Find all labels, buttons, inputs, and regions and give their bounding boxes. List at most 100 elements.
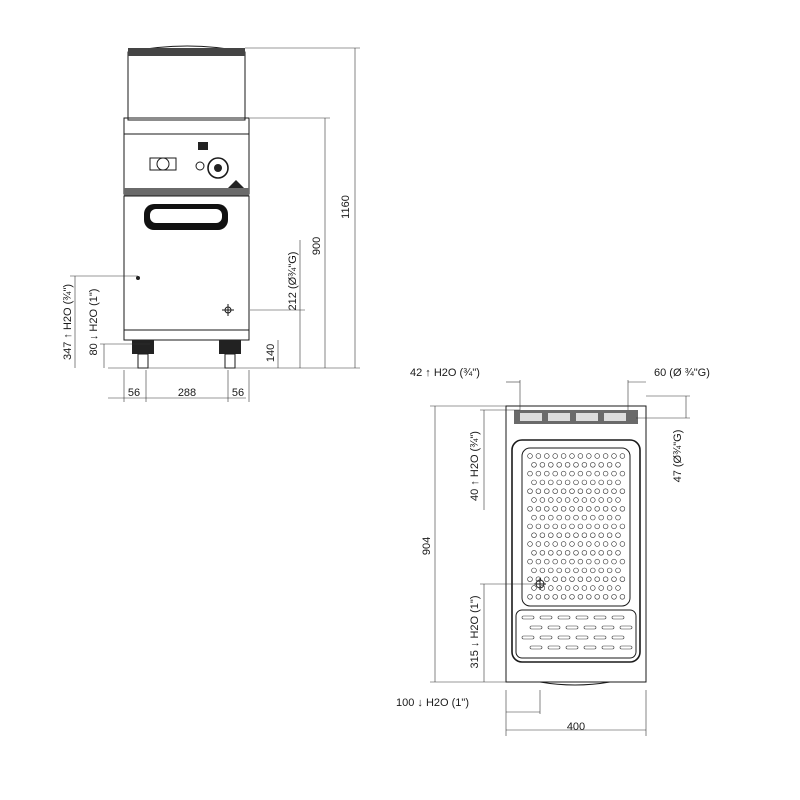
basket-hole: [598, 567, 604, 574]
basket-hole: [539, 479, 546, 486]
control-panel: [123, 133, 250, 195]
basket-hole: [602, 558, 609, 565]
drain-slot: [593, 635, 607, 640]
basket-hole: [581, 550, 588, 556]
basket-hole: [535, 594, 542, 600]
basket-hole: [527, 488, 533, 494]
basket-hole: [611, 523, 617, 530]
basket-hole: [594, 558, 600, 565]
basket-hole: [594, 576, 600, 582]
basket-hole: [535, 488, 542, 494]
basket-hole: [615, 462, 621, 468]
basket-hole: [586, 558, 592, 565]
basket-hole: [611, 576, 617, 582]
basket-hole: [531, 479, 537, 486]
drain-slot: [565, 645, 579, 650]
basket-hole: [573, 514, 579, 521]
basket-hole: [611, 488, 617, 494]
basket-hole: [602, 506, 609, 512]
basket-hole: [594, 541, 600, 547]
leg-left: [132, 340, 154, 354]
basket-hole: [586, 576, 592, 582]
basket-hole: [569, 488, 575, 494]
drain-slot: [619, 645, 633, 650]
basket-hole: [535, 506, 542, 512]
thermostat-knob-icon: [207, 157, 229, 179]
basket-hole: [548, 462, 554, 468]
drain-slot: [565, 625, 579, 630]
basket-hole: [577, 558, 584, 565]
drain-slot: [601, 625, 615, 630]
basket-hole: [531, 514, 537, 521]
drain-slot: [583, 625, 597, 630]
basket-hole: [611, 453, 617, 459]
basket-hole: [594, 453, 600, 459]
drain-slot: [547, 625, 561, 630]
basket-hole: [590, 567, 596, 574]
raised-lid: [127, 45, 246, 121]
basket-hole: [539, 514, 546, 521]
basket-hole: [590, 462, 596, 468]
basket-hole: [598, 585, 604, 591]
basket-hole: [615, 550, 621, 556]
drain-slot: [529, 625, 543, 630]
dim-leg-height: 140: [265, 344, 277, 362]
basket-hole: [606, 497, 613, 503]
basket-hole: [619, 576, 626, 582]
basket-hole: [573, 462, 579, 468]
basket-hole: [564, 585, 571, 591]
basket-hole: [564, 514, 571, 521]
basket-hole: [560, 470, 567, 477]
basket-hole: [615, 479, 621, 486]
basket-hole: [590, 585, 596, 591]
dim-drain-y: 315 ↓ H2O (1"): [469, 596, 481, 669]
basket-hole: [556, 585, 562, 591]
basket-hole: [586, 594, 592, 600]
drain-slot: [547, 645, 561, 650]
basket-hole: [544, 576, 550, 582]
drain-slot: [539, 635, 553, 640]
basket-hole: [560, 541, 567, 547]
basket-hole: [581, 462, 588, 468]
basket-hole: [615, 532, 621, 538]
basket-hole: [602, 576, 609, 582]
basket-hole: [535, 470, 542, 477]
basket-hole: [577, 506, 584, 512]
basket-hole: [602, 594, 609, 600]
tank-outline: [511, 439, 641, 663]
basket-hole: [548, 532, 554, 538]
basket-hole: [619, 523, 626, 530]
dim-water-inlet-height: 347 ↑ H2O (¾"): [62, 284, 74, 360]
basket-hole: [606, 514, 613, 521]
basket-hole: [611, 506, 617, 512]
base-plinth: [123, 329, 250, 341]
basket-hole: [590, 514, 596, 521]
basket-hole: [606, 479, 613, 486]
basket-hole: [552, 506, 558, 512]
dim-left-offset: 56: [128, 387, 140, 399]
drain-area: [515, 609, 637, 659]
indicator-icon: [198, 142, 208, 150]
basket-hole: [598, 462, 604, 468]
basket-hole: [619, 506, 626, 512]
basket-hole: [544, 506, 550, 512]
basket-hole: [573, 567, 579, 574]
flame-symbol-icon: [228, 180, 244, 188]
control-panel-base: [124, 188, 249, 196]
basket-hole: [539, 462, 546, 468]
basket-hole: [560, 558, 567, 565]
drain-slots: [521, 615, 633, 650]
basket-hole: [560, 488, 567, 494]
basket-hole: [581, 514, 588, 521]
dim-right-offset: 56: [232, 387, 244, 399]
drain-slot: [619, 625, 633, 630]
drain-slot: [601, 645, 615, 650]
basket-hole: [606, 567, 613, 574]
basket-hole: [611, 558, 617, 565]
basket-hole: [531, 585, 537, 591]
basket-hole: [544, 453, 550, 459]
basket-hole: [598, 550, 604, 556]
basket-hole: [548, 567, 554, 574]
basket-hole: [556, 550, 562, 556]
top-view: 42 ↑ H2O (¾") 60 (Ø ¾"G) 40 ↑ H2O (¾") 4…: [396, 367, 710, 736]
